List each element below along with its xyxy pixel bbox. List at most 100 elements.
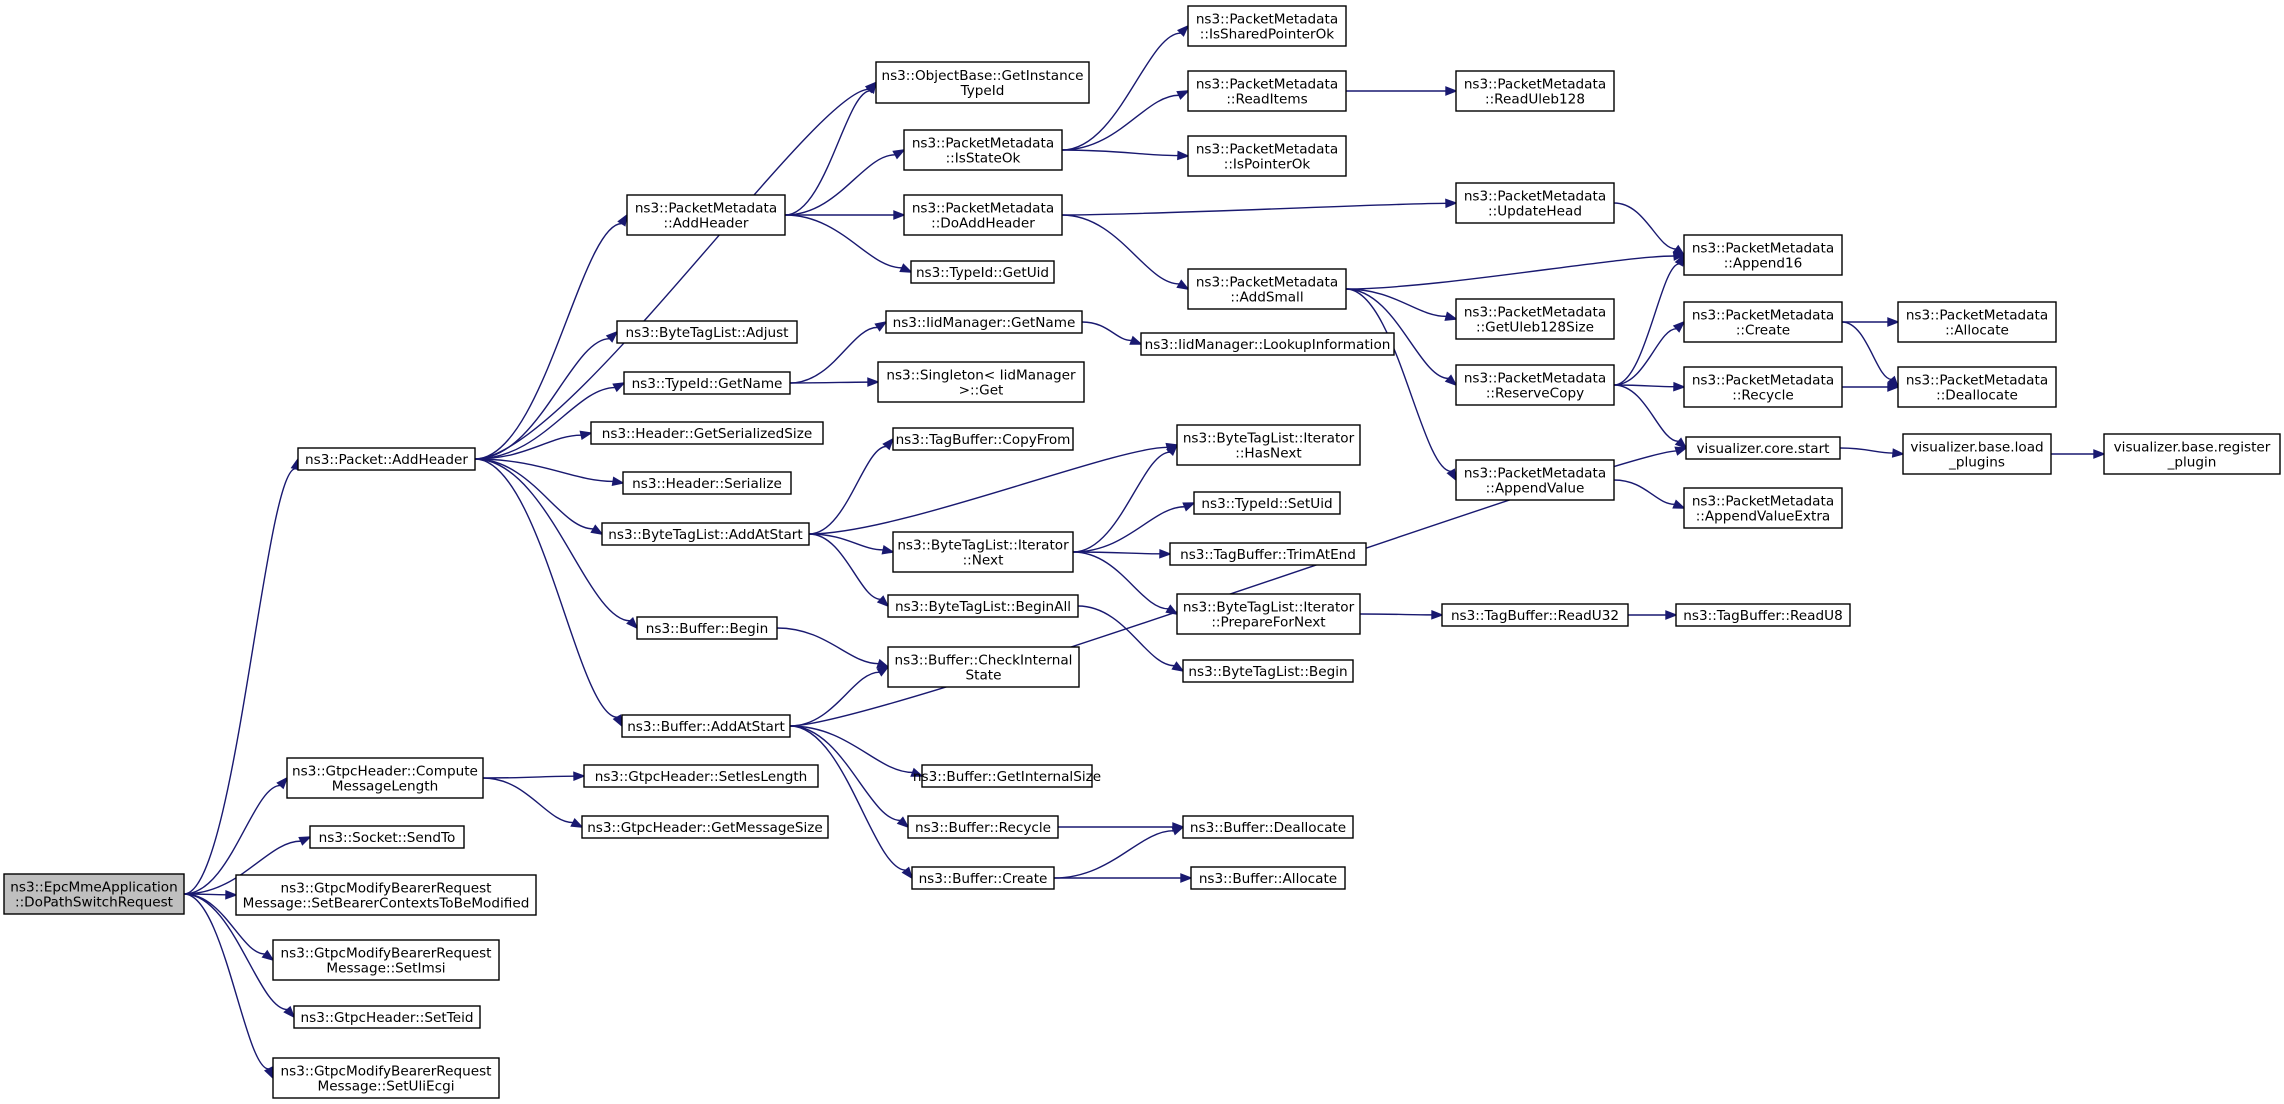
function-node-btli-next[interactable]: ns3::ByteTagList::Iterator::Next	[892, 531, 1074, 573]
node-label-line: ns3::PacketMetadata	[1464, 77, 1606, 93]
function-node-tagbuf-copyfrom[interactable]: ns3::TagBuffer::CopyFrom	[892, 427, 1074, 451]
edge-line	[474, 222, 622, 460]
function-node-tagbuf-readu8[interactable]: ns3::TagBuffer::ReadU8	[1675, 603, 1851, 627]
function-node-hdr-serialize[interactable]: ns3::Header::Serialize	[622, 471, 792, 495]
function-node-pm-reservecopy[interactable]: ns3::PacketMetadata::ReserveCopy	[1455, 364, 1615, 406]
call-edge	[1058, 822, 1185, 832]
edge-line	[789, 725, 913, 774]
function-node-buf-begin[interactable]: ns3::Buffer::Begin	[636, 616, 778, 640]
node-box	[1685, 436, 1841, 460]
node-label-line: ns3::Buffer::AddAtStart	[627, 719, 785, 735]
edge-arrowhead	[1672, 499, 1686, 509]
node-label-line: ::Recycle	[1732, 388, 1794, 404]
node-box	[1455, 298, 1615, 340]
edge-line	[784, 214, 902, 269]
node-label-line: ns3::TypeId::SetUid	[1201, 496, 1332, 512]
node-label-line: ns3::TagBuffer::ReadU32	[1451, 608, 1619, 624]
function-node-tagbuf-readu32[interactable]: ns3::TagBuffer::ReadU32	[1441, 603, 1629, 627]
node-label-line: Message::SetUliEcgi	[317, 1079, 454, 1095]
function-node-btli-preparefornext[interactable]: ns3::ByteTagList::Iterator::PrepareForNe…	[1176, 593, 1361, 635]
function-node-pm-doaddheader[interactable]: ns3::PacketMetadata::DoAddHeader	[903, 194, 1063, 236]
function-node-pm-recycle[interactable]: ns3::PacketMetadata::Recycle	[1683, 366, 1843, 408]
function-node-pm-appendvalueextra[interactable]: ns3::PacketMetadata::AppendValueExtra	[1683, 487, 1843, 529]
node-box	[616, 320, 798, 344]
function-node-pm-deallocate[interactable]: ns3::PacketMetadata::Deallocate	[1897, 366, 2057, 408]
function-node-viz-base-register[interactable]: visualizer.base.register_plugin	[2103, 433, 2281, 475]
function-node-btl-beginall[interactable]: ns3::ByteTagList::BeginAll	[887, 594, 1079, 618]
function-node-buf-recycle[interactable]: ns3::Buffer::Recycle	[907, 815, 1059, 839]
function-node-gmbr-setimsi[interactable]: ns3::GtpcModifyBearerRequestMessage::Set…	[272, 939, 500, 981]
node-box	[1897, 301, 2057, 343]
function-node-pm-getuleb128size[interactable]: ns3::PacketMetadata::GetUleb128Size	[1455, 298, 1615, 340]
function-node-tagbuf-trimatend[interactable]: ns3::TagBuffer::TrimAtEnd	[1169, 542, 1367, 566]
edge-arrowhead	[1444, 374, 1458, 387]
function-node-pm-create[interactable]: ns3::PacketMetadata::Create	[1683, 301, 1843, 343]
function-node-pm-appendvalue[interactable]: ns3::PacketMetadata::AppendValue	[1455, 459, 1615, 501]
call-edge	[183, 776, 289, 895]
edge-arrowhead	[1674, 446, 1688, 456]
function-node-buf-getinternalsize[interactable]: ns3::Buffer::GetInternalSize	[913, 764, 1101, 788]
call-edge	[789, 725, 914, 880]
function-node-gtpc-setieslen[interactable]: ns3::GtpcHeader::SetIesLength	[583, 764, 819, 788]
edge-line	[789, 381, 869, 384]
function-node-pm-readitems[interactable]: ns3::PacketMetadata::ReadItems	[1187, 70, 1347, 112]
function-node-buf-create[interactable]: ns3::Buffer::Create	[911, 866, 1055, 890]
function-node-pm-ispointerok[interactable]: ns3::PacketMetadata::IsPointerOk	[1187, 135, 1347, 177]
edge-arrowhead	[876, 665, 890, 677]
function-node-btli-hasnext[interactable]: ns3::ByteTagList::Iterator::HasNext	[1176, 424, 1361, 466]
function-node-typeid-setuid[interactable]: ns3::TypeId::SetUid	[1193, 491, 1341, 515]
function-node-viz-base-load[interactable]: visualizer.base.load_plugins	[1902, 433, 2052, 475]
node-label-line: State	[966, 668, 1002, 684]
node-label-line: ns3::PacketMetadata	[1464, 189, 1606, 205]
function-node-pm-isstateok[interactable]: ns3::PacketMetadata::IsStateOk	[903, 129, 1063, 171]
node-box	[272, 939, 500, 981]
node-box	[887, 594, 1079, 618]
node-label-line: ns3::Buffer::CheckInternal	[895, 653, 1073, 669]
node-box	[1902, 433, 2052, 475]
edge-line	[1613, 479, 1675, 505]
function-node-pm-updatehead[interactable]: ns3::PacketMetadata::UpdateHead	[1455, 182, 1615, 224]
node-box	[1683, 366, 1843, 408]
function-node-typeid-getname[interactable]: ns3::TypeId::GetName	[623, 371, 791, 395]
function-node-pm-append16[interactable]: ns3::PacketMetadata::Append16	[1683, 234, 1843, 276]
node-box	[1190, 866, 1346, 890]
function-node-hdr-getsersize[interactable]: ns3::Header::GetSerializedSize	[590, 421, 824, 445]
edge-line	[474, 458, 614, 483]
function-node-buf-allocate[interactable]: ns3::Buffer::Allocate	[1190, 866, 1346, 890]
function-node-buf-deallocate[interactable]: ns3::Buffer::Deallocate	[1182, 815, 1354, 839]
function-node-root[interactable]: ns3::EpcMmeApplication::DoPathSwitchRequ…	[3, 873, 185, 915]
function-node-pm-issharedptrok[interactable]: ns3::PacketMetadata::IsSharedPointerOk	[1187, 5, 1347, 47]
function-node-pm-addheader[interactable]: ns3::PacketMetadata::AddHeader	[626, 194, 786, 236]
function-node-pm-readuleb128[interactable]: ns3::PacketMetadata::ReadUleb128	[1455, 70, 1615, 112]
function-node-viz-core-start[interactable]: visualizer.core.start	[1685, 436, 1841, 460]
function-node-socket-sendto[interactable]: ns3::Socket::SendTo	[309, 825, 465, 849]
function-node-gmbr-setbearer[interactable]: ns3::GtpcModifyBearerRequestMessage::Set…	[235, 874, 537, 916]
function-node-pkt-addheader[interactable]: ns3::Packet::AddHeader	[297, 447, 476, 471]
call-edge	[1345, 251, 1686, 290]
call-edge	[808, 533, 890, 608]
function-node-btl-adjust[interactable]: ns3::ByteTagList::Adjust	[616, 320, 798, 344]
edge-line	[1072, 551, 1169, 610]
function-node-gmbr-setuliecgi[interactable]: ns3::GtpcModifyBearerRequestMessage::Set…	[272, 1057, 500, 1099]
node-label-line: ns3::ByteTagList::Begin	[1188, 664, 1347, 680]
function-node-iid-getname[interactable]: ns3::IidManager::GetName	[885, 310, 1083, 334]
function-node-buf-addatstart[interactable]: ns3::Buffer::AddAtStart	[621, 714, 791, 738]
node-box	[626, 194, 786, 236]
node-box	[1683, 487, 1843, 529]
node-box	[1140, 332, 1395, 356]
call-edge	[789, 377, 880, 387]
function-node-iid-lookupinfo[interactable]: ns3::IidManager::LookupInformation	[1140, 332, 1395, 356]
function-node-singleton-get[interactable]: ns3::Singleton< IidManager>::Get	[877, 361, 1085, 403]
function-node-pm-addsmall[interactable]: ns3::PacketMetadata::AddSmall	[1187, 268, 1347, 310]
function-node-typeid-getuid[interactable]: ns3::TypeId::GetUid	[910, 260, 1055, 284]
function-node-gtpc-setteid[interactable]: ns3::GtpcHeader::SetTeid	[293, 1005, 481, 1029]
function-node-pm-allocate[interactable]: ns3::PacketMetadata::Allocate	[1897, 301, 2057, 343]
node-box	[1455, 459, 1615, 501]
node-label-line: ns3::TagBuffer::CopyFrom	[896, 432, 1071, 448]
function-node-gtpc-getmsgsize[interactable]: ns3::GtpcHeader::GetMessageSize	[581, 815, 829, 839]
function-node-btl-addatstart[interactable]: ns3::ByteTagList::AddAtStart	[601, 522, 810, 546]
function-node-btl-begin[interactable]: ns3::ByteTagList::Begin	[1182, 659, 1354, 683]
